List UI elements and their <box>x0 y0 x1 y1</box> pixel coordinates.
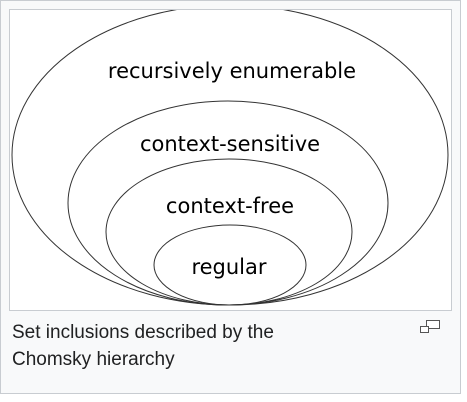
caption-line-2: Chomsky hierarchy <box>12 349 175 370</box>
magnify-clip-icon[interactable] <box>419 319 441 335</box>
set-label-context-free: context-free <box>166 194 294 218</box>
set-ellipse-context-free <box>105 158 353 306</box>
figure-caption: Set inclusions described by the Chomsky … <box>12 319 392 373</box>
chomsky-hierarchy-diagram: recursively enumerable context-sensitive… <box>11 10 449 306</box>
set-label-regular: regular <box>191 255 266 279</box>
thumbnail-frame: recursively enumerable context-sensitive… <box>0 0 461 394</box>
set-label-recursively-enumerable: recursively enumerable <box>108 59 356 83</box>
set-label-context-sensitive: context-sensitive <box>140 132 320 156</box>
set-ellipse-regular <box>153 224 307 306</box>
diagram-image[interactable]: recursively enumerable context-sensitive… <box>9 9 452 311</box>
caption-line-1: Set inclusions described by the <box>12 322 274 343</box>
enlarge-icon <box>420 320 440 333</box>
